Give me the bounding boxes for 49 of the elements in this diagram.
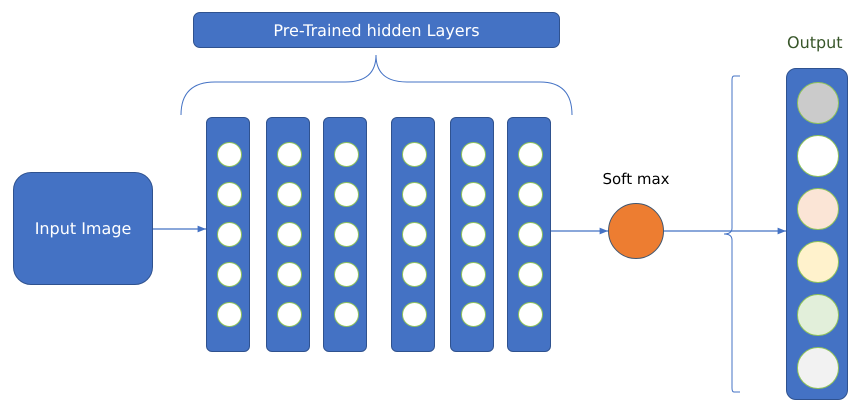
neuron-circle — [276, 262, 302, 287]
neuron-circle — [402, 182, 426, 207]
neuron-circle — [797, 241, 839, 283]
node-caption: Soft max — [602, 170, 670, 188]
neuron-circle — [334, 302, 358, 327]
neuron-circle — [334, 222, 358, 247]
neuron-circle — [276, 182, 302, 207]
neuron-circle — [518, 142, 542, 167]
neuron-circle — [460, 302, 486, 327]
layer-title-box: Pre-Trained hidden Layers — [193, 12, 560, 48]
arrow — [153, 226, 206, 232]
hidden-layer-bar — [266, 117, 310, 352]
neuron-circle — [797, 82, 839, 124]
hidden-layer-bar — [507, 117, 551, 352]
neuron-circle — [216, 142, 242, 167]
neuron-circle — [402, 302, 426, 327]
neuron-circle — [797, 188, 839, 230]
hidden-layer-bar — [323, 117, 367, 352]
neuron-circle — [276, 142, 302, 167]
neuron-circle — [518, 262, 542, 287]
neuron-circle — [334, 142, 358, 167]
input-box: Input Image — [13, 172, 153, 285]
neuron-circle — [402, 142, 426, 167]
hidden-layer-bar — [391, 117, 435, 352]
neuron-circle — [276, 302, 302, 327]
neuron-circle — [797, 135, 839, 177]
arrow — [664, 228, 786, 234]
neuron-circle — [460, 222, 486, 247]
neuron-circle — [334, 262, 358, 287]
neuron-circle — [460, 262, 486, 287]
neuron-circle — [216, 222, 242, 247]
output-label: Output — [787, 33, 843, 52]
neuron-circle — [518, 302, 542, 327]
neuron-circle — [460, 142, 486, 167]
neuron-circle — [216, 182, 242, 207]
hidden-layer-bar — [450, 117, 494, 352]
neuron-circle — [402, 222, 426, 247]
neuron-circle — [518, 182, 542, 207]
neuron-circle — [797, 347, 839, 389]
arrow — [551, 228, 608, 234]
hidden-layer-bar — [206, 117, 250, 352]
neuron-circle — [402, 262, 426, 287]
neuron-circle — [334, 182, 358, 207]
neuron-circle — [797, 294, 839, 336]
neuron-circle — [216, 302, 242, 327]
neuron-circle — [518, 222, 542, 247]
neuron-circle — [276, 222, 302, 247]
neuron-circle — [460, 182, 486, 207]
neuron-circle — [216, 262, 242, 287]
